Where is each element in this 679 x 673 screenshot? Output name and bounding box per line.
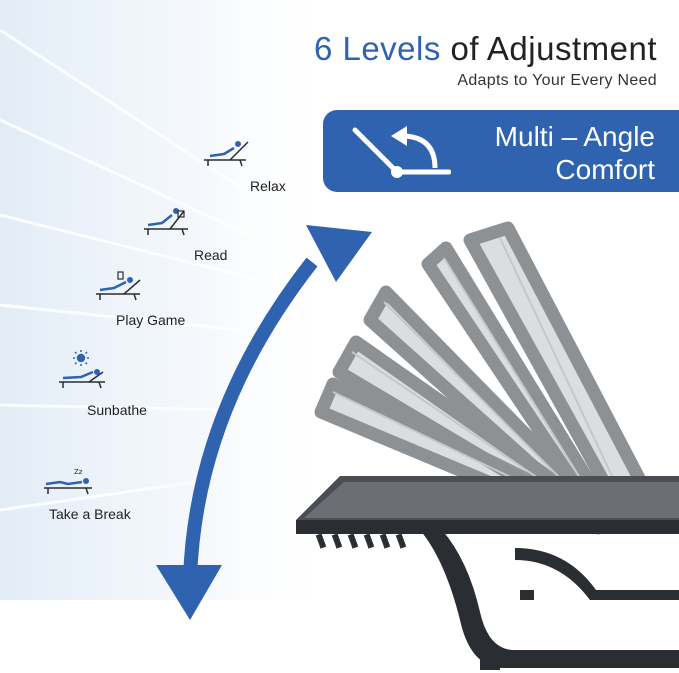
feature-banner: Multi – Angle Comfort xyxy=(323,110,679,192)
sunbathe-pose-icon xyxy=(59,350,105,389)
title-rest: of Adjustment xyxy=(440,30,657,67)
lounge-frame xyxy=(296,476,679,670)
level-label: Take a Break xyxy=(49,506,131,522)
svg-text:Zz: Zz xyxy=(74,468,83,476)
banner-line-1: Multi – Angle xyxy=(494,121,655,152)
level-label: Read xyxy=(194,247,228,263)
read-pose-icon xyxy=(144,208,188,236)
level-label: Relax xyxy=(250,178,286,194)
page-subtitle: Adapts to Your Every Need xyxy=(457,72,657,89)
relax-pose-icon xyxy=(204,141,249,167)
title-accent: 6 Levels xyxy=(313,30,441,67)
recline-angle-icon xyxy=(352,126,451,178)
level-label: Sunbathe xyxy=(87,402,147,418)
adjustment-arrow-icon xyxy=(156,225,372,620)
light-rays xyxy=(0,28,261,512)
page-title: 6 Levels of Adjustment xyxy=(314,30,657,68)
take-a-break-pose-icon: Zz xyxy=(44,468,92,495)
level-label: Play Game xyxy=(116,312,186,328)
banner-line-2: Comfort xyxy=(555,154,655,185)
play-game-pose-icon xyxy=(96,271,141,301)
